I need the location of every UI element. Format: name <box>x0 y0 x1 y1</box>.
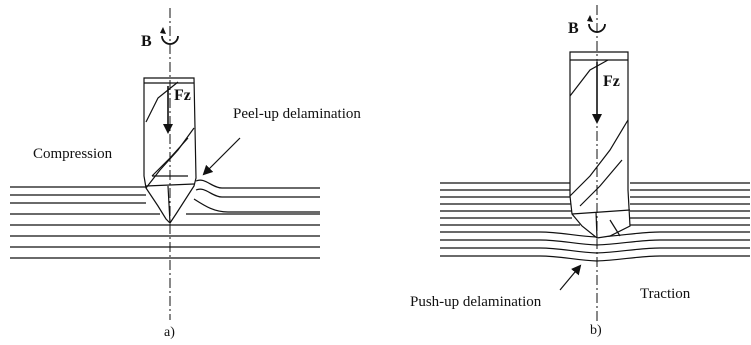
rotation-arrowhead-icon-a <box>160 27 166 34</box>
laminate-layers-right-a <box>186 179 320 215</box>
laminate-layers-left-b <box>440 182 598 262</box>
drill-bit-a <box>143 77 197 224</box>
peel-up-leader-arrow <box>202 137 241 176</box>
laminate-layers-left-a <box>10 186 320 259</box>
rotation-arrow-icon-a <box>161 35 179 45</box>
compression-label: Compression <box>33 146 113 162</box>
caption-b: b) <box>590 323 602 338</box>
panel-a <box>10 8 320 320</box>
rotation-arrow-icon-b <box>588 23 606 33</box>
push-up-leader-arrow <box>559 264 582 291</box>
thrust-force-label-a: Fz <box>174 87 191 104</box>
thrust-force-label-b: Fz <box>603 73 620 90</box>
peel-up-delamination-label: Peel-up delamination <box>233 106 361 122</box>
traction-label: Traction <box>640 286 691 302</box>
drill-bit-b <box>569 51 631 239</box>
caption-a: a) <box>164 325 175 340</box>
push-up-delamination-label: Push-up delamination <box>410 294 542 310</box>
rotation-arrowhead-icon-b <box>587 15 593 22</box>
rotation-label-a: B <box>141 33 152 50</box>
rotation-label-b: B <box>568 20 579 37</box>
panel-b <box>440 5 750 322</box>
